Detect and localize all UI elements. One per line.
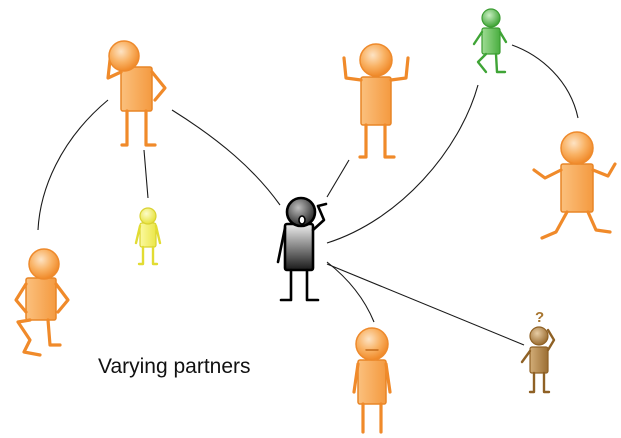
orange-standing-figure	[352, 327, 392, 434]
question-mark: ?	[535, 309, 544, 326]
orange-sitting-figure	[14, 248, 70, 357]
link-green-to-dancing	[511, 44, 579, 119]
orange-thinking-figure	[106, 40, 167, 147]
orange-flexing-figure	[342, 43, 410, 159]
center-figure	[276, 196, 328, 302]
yellow-small-figure	[134, 207, 162, 266]
link-orange-thinking-to-yellow	[143, 149, 149, 199]
link-center-to-standing	[326, 261, 375, 323]
diagram-caption: Varying partners	[98, 355, 251, 378]
orange-dancing-figure	[532, 131, 617, 240]
link-center-to-flexing	[326, 159, 350, 198]
link-orange-thinking-to-sitting	[37, 99, 109, 231]
brown-question-figure	[520, 326, 556, 394]
green-small-figure	[472, 8, 508, 74]
link-center-to-brown	[326, 263, 525, 346]
link-orange-thinking-to-center	[171, 109, 281, 206]
connection-lines	[37, 44, 579, 346]
link-center-to-green	[326, 84, 479, 244]
